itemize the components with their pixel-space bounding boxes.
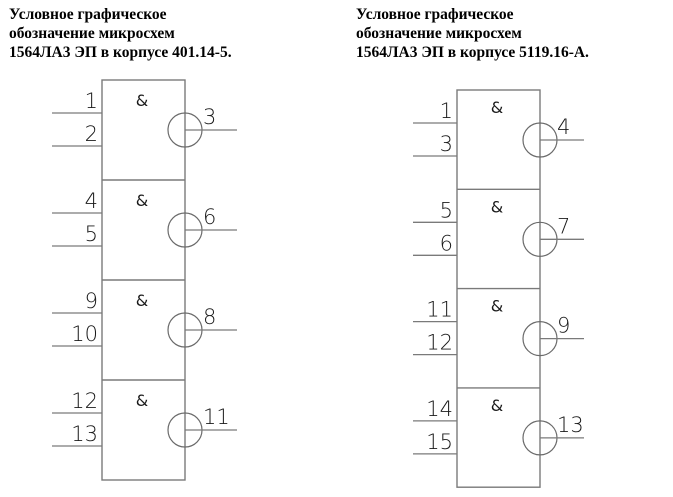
gate-function-symbol: & bbox=[136, 191, 148, 210]
gate-function-symbol: & bbox=[136, 391, 148, 410]
title-line: Условное графическое bbox=[356, 6, 514, 23]
title-line: обозначение микросхем bbox=[9, 25, 175, 42]
input-pin-number: 2 bbox=[85, 122, 98, 146]
gate-function-symbol: & bbox=[136, 91, 148, 110]
output-pin-number: 13 bbox=[557, 413, 584, 437]
gate-function-symbol: & bbox=[491, 297, 503, 316]
input-pin-number: 4 bbox=[85, 189, 98, 213]
logic-gate-nand: & 1 3 4 bbox=[413, 98, 584, 158]
gate-function-symbol: & bbox=[491, 98, 503, 117]
output-pin-number: 7 bbox=[557, 214, 570, 238]
logic-gate-nand: & 14 15 13 bbox=[413, 387, 584, 456]
gate-function-symbol: & bbox=[136, 291, 148, 310]
title-line: Условное графическое bbox=[9, 6, 167, 23]
logic-gate-nand: & 5 6 7 bbox=[413, 188, 584, 257]
input-pin-number: 3 bbox=[440, 132, 453, 156]
output-pin-number: 8 bbox=[203, 305, 216, 329]
output-pin-number: 3 bbox=[203, 105, 216, 129]
input-pin-number: 12 bbox=[71, 389, 98, 413]
logic-gate-nand: & 11 12 9 bbox=[413, 287, 584, 357]
title-line: 1564ЛА3 ЭП в корпусе 5119.16-А. bbox=[356, 44, 589, 61]
output-pin-number: 11 bbox=[203, 405, 230, 429]
output-pin-number: 6 bbox=[203, 205, 216, 229]
title-line: обозначение микросхем bbox=[356, 25, 522, 42]
input-pin-number: 1 bbox=[440, 99, 453, 123]
gate-function-symbol: & bbox=[491, 197, 503, 216]
output-pin-number: 9 bbox=[557, 314, 570, 338]
output-pin-number: 4 bbox=[557, 115, 570, 139]
input-pin-number: 13 bbox=[71, 422, 98, 446]
logic-gate-nand: & 12 13 11 bbox=[52, 379, 237, 448]
input-pin-number: 1 bbox=[85, 89, 98, 113]
input-pin-number: 6 bbox=[440, 231, 453, 255]
gate-function-symbol: & bbox=[491, 396, 503, 415]
input-pin-number: 15 bbox=[426, 430, 453, 454]
diagram-title-5119-16-a: Условное графическое обозначение микросх… bbox=[356, 5, 589, 62]
logic-gate-nand: & 4 5 6 bbox=[52, 179, 237, 248]
diagram-title-401-14-5: Условное графическое обозначение микросх… bbox=[9, 5, 232, 62]
input-pin-number: 14 bbox=[426, 397, 453, 421]
input-pin-number: 9 bbox=[85, 289, 98, 313]
logic-gate-nand: & 1 2 3 bbox=[52, 89, 237, 148]
input-pin-number: 11 bbox=[426, 298, 453, 322]
input-pin-number: 12 bbox=[426, 331, 453, 355]
input-pin-number: 5 bbox=[440, 198, 453, 222]
input-pin-number: 10 bbox=[71, 322, 98, 346]
input-pin-number: 5 bbox=[85, 222, 98, 246]
title-line: 1564ЛА3 ЭП в корпусе 401.14-5. bbox=[9, 44, 232, 61]
logic-gate-nand: & 9 10 8 bbox=[52, 279, 237, 348]
